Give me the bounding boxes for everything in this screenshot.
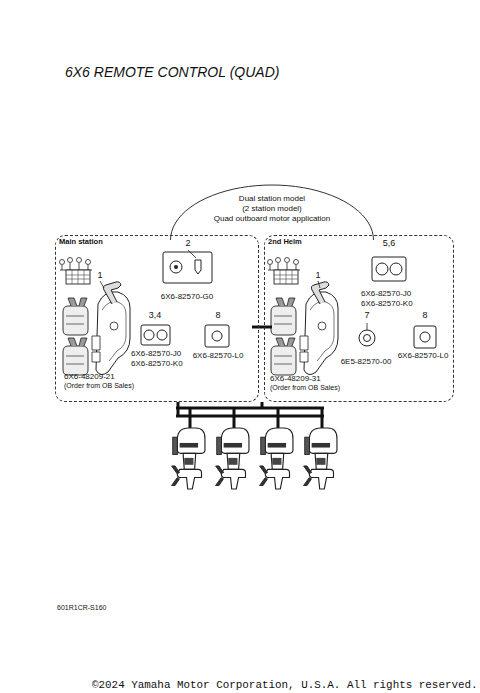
part-item: 2 6X6-82570-G0	[148, 238, 228, 304]
remote-control-unit	[300, 282, 338, 375]
part-item: 5,6 6X6-82570-J0 6X6-82570-K0	[356, 238, 422, 318]
key-switch-icon	[170, 261, 182, 273]
key-switch-center	[174, 265, 178, 269]
binnacle-control	[271, 338, 296, 375]
outboard-motor	[304, 428, 337, 489]
binnacle-control	[63, 338, 88, 375]
station-label: Main station	[59, 237, 149, 246]
button-icon	[390, 263, 402, 275]
station-label: 2nd Helm	[268, 237, 348, 246]
order-note: (Order from OB Sales)	[270, 384, 352, 392]
outboard-motor	[172, 428, 205, 489]
station-dome: Dual station model(2 station model)Quad …	[170, 184, 374, 240]
button-icon	[212, 331, 222, 341]
outboard-motor	[260, 428, 293, 489]
callout-number: 8	[211, 310, 225, 321]
button-icon	[376, 263, 388, 275]
switch-panel	[268, 258, 301, 285]
key-switch-icon	[359, 330, 375, 346]
part-number: 6X6-82570-J0 6X6-82570-K0	[131, 349, 189, 368]
part-number: 6X6-48209-21	[64, 372, 134, 382]
switch-icon-frame	[141, 325, 170, 345]
order-note: (Order from OB Sales)	[64, 382, 146, 390]
diagram-title: 6X6 REMOTE CONTROL (QUAD)	[65, 64, 365, 81]
part-item: 1 6X6-48209-21(Order from OB Sales)	[60, 266, 145, 394]
button-icon	[144, 330, 154, 340]
part-number: 6X6-48209-31	[270, 374, 340, 384]
part-number: 6X6-82570-J0 6X6-82570-K0	[361, 289, 419, 308]
switch-icon-frame	[372, 257, 406, 281]
station-box: Main station 2 6X6-82570-G0 1 6X6-48209-21(O…	[55, 235, 259, 402]
callout-number: 8	[418, 310, 432, 321]
part-item: 76E5-82570-00	[340, 308, 396, 374]
station-box: 2nd Helm 5,6 6X6-82570-J0 6X6-82570-K0 1 6X6…	[264, 235, 454, 402]
callout-number: 2	[178, 238, 198, 249]
callout-number: 1	[311, 270, 325, 281]
switch-icon-frame	[163, 252, 212, 283]
part-number: 6E5-82570-00	[336, 357, 396, 367]
dome-arc	[171, 185, 374, 240]
switch-icon-frame	[414, 326, 436, 348]
part-item: 1 6X6-48209-31(Order from OB Sales)	[266, 266, 351, 394]
station-link-line	[252, 326, 272, 329]
binnacle-control	[271, 298, 296, 335]
dome-note: Quad outboard motor application	[177, 214, 367, 224]
callout-number: 3,4	[140, 310, 170, 321]
callout-number: 5,6	[377, 238, 401, 249]
drawing-code: 601R1CR-S160	[57, 604, 177, 612]
button-icon	[157, 330, 167, 340]
part-item: 3,4 6X6-82570-J0 6X6-82570-K0	[127, 308, 189, 376]
engine-bus-lines	[176, 402, 324, 428]
callout-number: 7	[360, 310, 374, 321]
part-item: 86X6-82570-L0	[398, 308, 454, 368]
part-number: 6X6-82570-L0	[188, 351, 248, 361]
key-switch-center	[364, 335, 371, 342]
part-number: 6X6-82570-L0	[393, 351, 453, 361]
leader-line	[188, 250, 196, 258]
remote-control-unit	[92, 282, 130, 375]
leader-line	[367, 323, 368, 330]
key-icon	[195, 260, 201, 274]
switch-icon-frame	[205, 325, 229, 347]
outboard-motor	[216, 428, 249, 489]
dome-note: Dual station model	[177, 194, 367, 204]
dome-note: (2 station model)	[177, 204, 367, 214]
copyright-footer: ©2024 Yamaha Motor Corporation, U.S.A. A…	[92, 679, 480, 692]
part-number: 6X6-82570-G0	[149, 292, 225, 302]
part-item: 8 6X6-82570-L0	[190, 308, 250, 366]
switch-panel	[60, 258, 93, 285]
callout-number: 1	[93, 270, 107, 281]
button-icon	[420, 332, 430, 342]
binnacle-control	[63, 298, 88, 335]
